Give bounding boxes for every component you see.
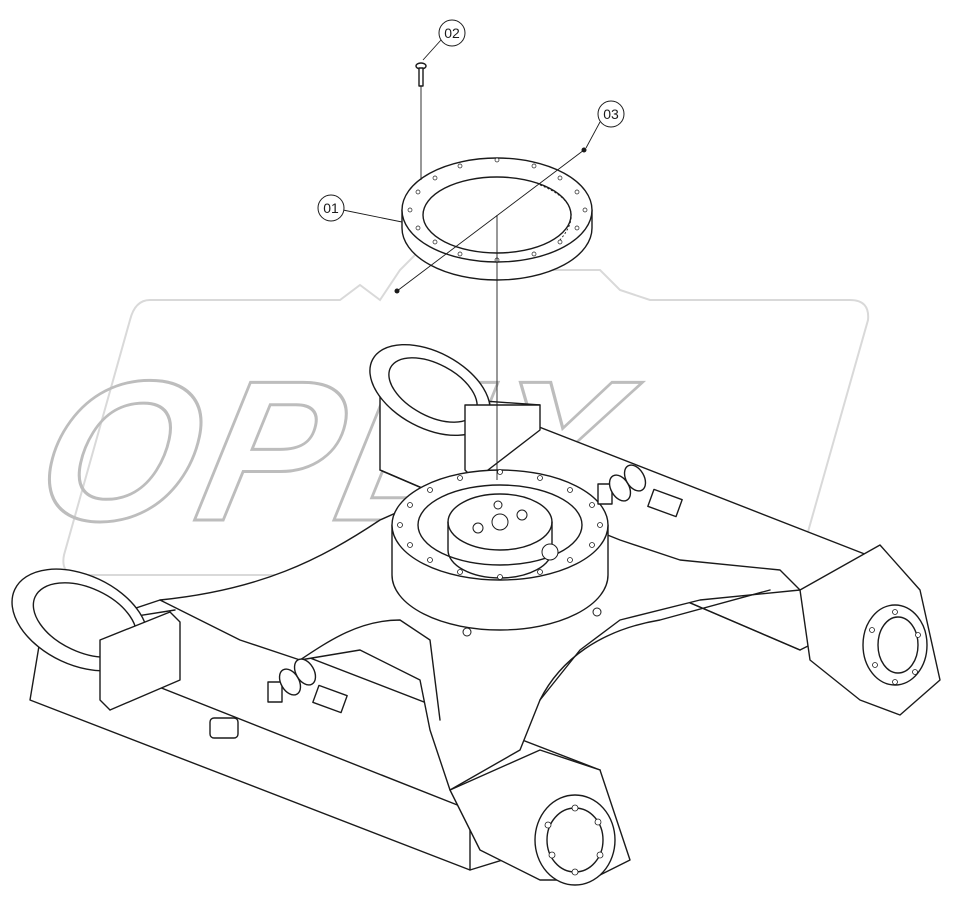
turntable-base (391, 469, 609, 631)
callout-01-label: 01 (323, 200, 339, 216)
callout-03: 03 (597, 100, 625, 128)
undercarriage-frame (11, 343, 941, 886)
callout-02: 02 (438, 19, 466, 47)
callout-02-label: 02 (444, 25, 460, 41)
bolt (415, 62, 427, 87)
leader-lines (342, 39, 601, 480)
callout-01: 01 (317, 194, 345, 222)
callout-03-label: 03 (603, 106, 619, 122)
hydraulic-fitting-right (597, 464, 683, 518)
hydraulic-fitting-left (267, 658, 348, 714)
